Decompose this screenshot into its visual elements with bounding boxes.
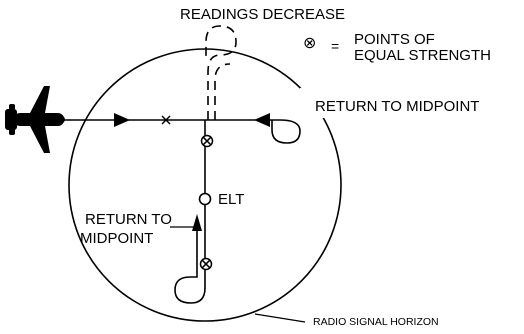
legend-circled-x-icon: ⊗ — [303, 35, 317, 52]
radio-signal-horizon-label: RADIO SIGNAL HORIZON — [313, 316, 439, 328]
crossing-x-icon — [161, 115, 171, 125]
label-mask — [300, 88, 330, 118]
return-arrow-lower — [192, 214, 202, 231]
return-to-midpoint-label-right: RETURN TO MIDPOINT — [315, 98, 480, 115]
dashed-track-upper — [205, 25, 237, 120]
radio-signal-horizon-circle — [68, 48, 342, 322]
return-loop-lower — [174, 222, 206, 304]
midpoint-label: MIDPOINT — [80, 230, 154, 247]
inbound-track-arrow — [114, 113, 130, 127]
airplane-icon — [5, 86, 65, 153]
legend-equals: = — [331, 38, 340, 54]
legend-text-line2: EQUAL STRENGTH — [354, 47, 491, 64]
elt-marker-icon — [198, 192, 212, 206]
legend-text-line1: POINTS OF — [354, 31, 435, 48]
dashed-track-secondary — [214, 63, 231, 120]
elt-label: ELT — [218, 191, 245, 208]
return-arrow-right — [254, 113, 270, 127]
return-to-label: RETURN TO — [85, 211, 172, 228]
equal-strength-lower-icon — [199, 257, 213, 271]
equal-strength-upper-icon — [200, 134, 214, 148]
readings-decrease-label: READINGS DECREASE — [180, 6, 346, 23]
horizon-leader-line — [254, 313, 306, 323]
return-loop-right — [265, 119, 301, 144]
